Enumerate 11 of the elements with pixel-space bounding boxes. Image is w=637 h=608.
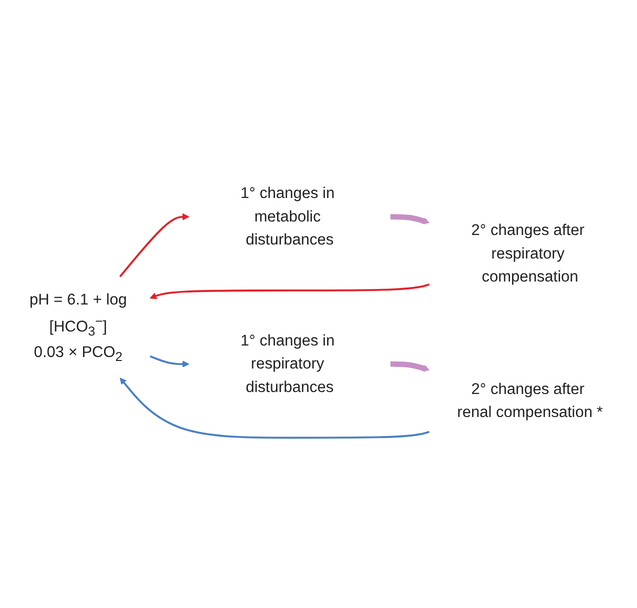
arrow xyxy=(150,355,190,368)
node-text: 1° changes in respiratory disturbances xyxy=(240,332,335,396)
arrow xyxy=(390,214,430,224)
node-text: 2° changes after renal compensation * xyxy=(457,380,603,422)
arrow xyxy=(390,361,430,372)
node-text: 2° changes after respiratory compensation xyxy=(471,222,584,286)
node-text: 1° changes in metabolic disturbances xyxy=(240,184,335,249)
arrow xyxy=(120,378,430,439)
arrow xyxy=(119,213,190,278)
arrow xyxy=(150,284,430,300)
node-text: pH = 6.1 + log [HCO$_{3}$$^{−}$] 0.03 × PCO$_{2}$ xyxy=(29,291,127,364)
